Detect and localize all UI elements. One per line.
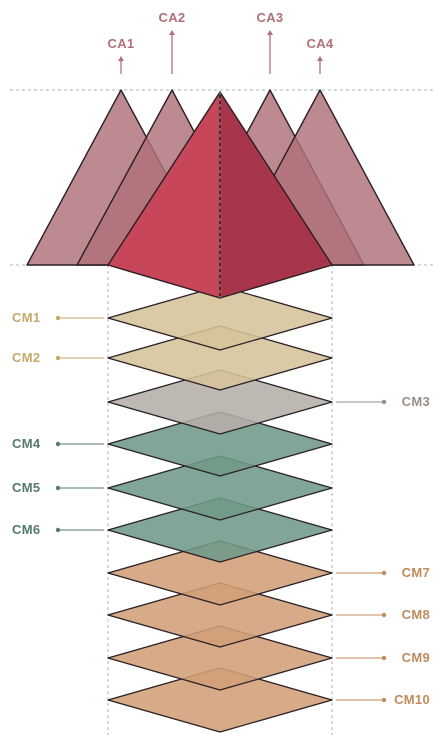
ca-pyramid-group (27, 90, 414, 298)
arrow-head-icon (317, 56, 323, 61)
connector-dot-icon (382, 613, 386, 617)
arrow-head-icon (118, 56, 124, 61)
connector-dot-icon (382, 400, 386, 404)
ca-label-3: CA3 (257, 10, 284, 74)
ca-label-text: CA2 (159, 10, 186, 25)
cm-label-7: CM7 (336, 565, 430, 580)
ca-label-2: CA2 (159, 10, 186, 74)
cm-label-text: CM7 (402, 565, 430, 580)
cm-label-3: CM3 (336, 394, 430, 409)
cm-label-text: CM9 (402, 650, 430, 665)
ca-label-4: CA4 (307, 36, 334, 74)
cm-label-4: CM4 (12, 436, 104, 451)
cm-label-text: CM8 (402, 607, 430, 622)
cm-layer-stack (108, 286, 332, 732)
cm-label-1: CM1 (12, 310, 104, 325)
cm-label-text: CM2 (12, 350, 40, 365)
cm-label-10: CM10 (336, 692, 430, 707)
cm-label-text: CM5 (12, 480, 40, 495)
cm-label-2: CM2 (12, 350, 104, 365)
arrow-head-icon (267, 30, 273, 35)
cm-label-text: CM6 (12, 522, 40, 537)
ca-label-text: CA4 (307, 36, 334, 51)
cm-label-text: CM1 (12, 310, 40, 325)
ca-label-text: CA1 (108, 36, 135, 51)
ca-label-text: CA3 (257, 10, 284, 25)
cm-label-8: CM8 (336, 607, 430, 622)
connector-dot-icon (382, 698, 386, 702)
cm-label-text: CM4 (12, 436, 41, 451)
connector-dot-icon (382, 656, 386, 660)
cm-label-text: CM3 (402, 394, 430, 409)
cm-label-9: CM9 (336, 650, 430, 665)
cm-label-text: CM10 (394, 692, 430, 707)
arrow-head-icon (169, 30, 175, 35)
cm-label-5: CM5 (12, 480, 104, 495)
connector-dot-icon (382, 571, 386, 575)
cm-label-6: CM6 (12, 522, 104, 537)
ca-label-1: CA1 (108, 36, 135, 74)
